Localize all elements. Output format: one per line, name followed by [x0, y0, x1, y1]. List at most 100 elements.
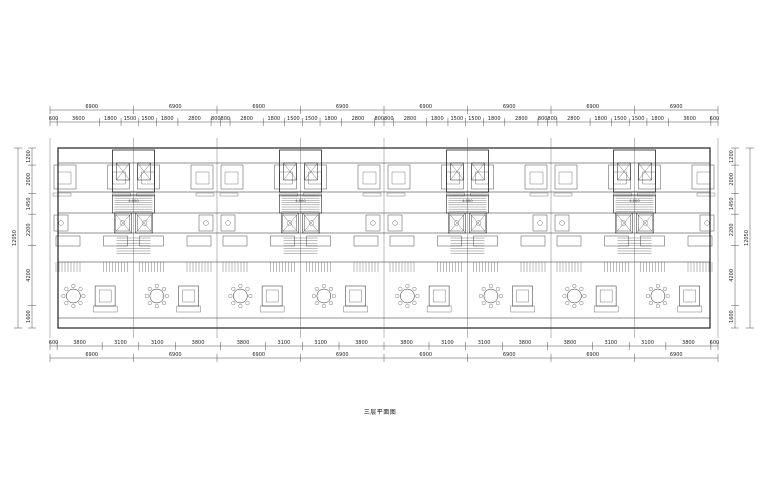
- lobby-cross: [636, 212, 654, 234]
- kitchen-counter: [604, 235, 629, 247]
- dining-chair: [565, 301, 570, 306]
- kitchen-counter: [55, 235, 81, 247]
- toilet-fixture: [453, 220, 460, 226]
- sofa-set: [595, 285, 617, 307]
- sofa-bench: [677, 305, 702, 313]
- bedroom-wall: [441, 164, 464, 190]
- bedroom-wall: [107, 164, 130, 190]
- dining-chair: [331, 294, 336, 298]
- dining-chair: [245, 286, 250, 291]
- toilet-fixture: [642, 220, 649, 226]
- elevator-shaft: [450, 162, 464, 181]
- top-overall-dim-text: 6900: [85, 104, 98, 110]
- sofa-set: [512, 285, 533, 307]
- dining-chair: [648, 286, 653, 291]
- toilet-fixture: [225, 220, 231, 226]
- kitchen-counter: [556, 235, 582, 247]
- bed-furniture: [112, 171, 126, 185]
- stair-well: [446, 194, 489, 214]
- top-detail-dim-text: 1500: [468, 116, 481, 122]
- bottom-detail-dim-text: 3800: [400, 340, 413, 346]
- bathroom-wall: [365, 214, 381, 232]
- lobby-room: [469, 212, 487, 234]
- dining-chair: [78, 301, 83, 306]
- bedroom-wall: [471, 164, 494, 190]
- dining-chair: [238, 284, 243, 288]
- round-dining-table: [650, 288, 666, 304]
- dining-chair: [478, 294, 483, 298]
- bathroom-wall: [304, 214, 319, 232]
- level-mark-text: 4.000: [462, 199, 473, 203]
- coffee-table: [349, 289, 362, 303]
- bed-furniture: [279, 171, 293, 185]
- bedroom-wall: [387, 164, 411, 190]
- dining-chair: [238, 304, 243, 308]
- bathroom-wall: [532, 214, 548, 232]
- sofa-set: [178, 285, 199, 307]
- dining-chair: [321, 284, 326, 288]
- sofa-bench: [593, 305, 619, 313]
- wardrobe: [637, 192, 656, 197]
- bottom-detail-dim-text: 3800: [355, 340, 368, 346]
- elevator-shaft: [304, 162, 318, 181]
- wardrobe: [470, 192, 489, 197]
- bathroom-wall: [554, 214, 570, 232]
- dining-chair: [415, 294, 420, 298]
- wardrobe: [195, 192, 215, 197]
- bottom-detail-dim-text: 600: [710, 340, 720, 346]
- top-detail-dim-text: 1500: [450, 116, 463, 122]
- elevator-shaft: [638, 162, 652, 181]
- elevator-shaft: [617, 162, 631, 181]
- bed-furniture: [558, 171, 573, 185]
- elevator-cross: [450, 162, 464, 181]
- toilet-fixture: [203, 220, 209, 226]
- coffee-table: [98, 289, 112, 303]
- bottom-overall-dim-text: 6900: [419, 352, 432, 358]
- vertical-dim-text: 2000: [729, 173, 735, 186]
- lobby-room: [448, 212, 466, 234]
- top-detail-dim-text: 2800: [404, 116, 417, 122]
- wardrobe: [136, 192, 155, 197]
- elevator-cross: [137, 162, 151, 181]
- bedroom-wall: [691, 164, 715, 190]
- vertical-dim-text: 2200: [729, 223, 735, 236]
- dining-chair: [154, 284, 159, 288]
- bottom-detail-dim-text: 3800: [519, 340, 532, 346]
- coffee-table: [683, 289, 696, 303]
- bedroom-wall: [274, 164, 297, 190]
- dining-chair: [645, 294, 650, 298]
- stair-core: [112, 149, 155, 193]
- bathroom-wall: [53, 214, 69, 232]
- kitchen-counter: [103, 235, 128, 247]
- dining-chair: [655, 304, 660, 308]
- top-detail-dim-text: 800: [547, 116, 557, 122]
- wardrobe: [553, 192, 573, 197]
- bedroom-wall: [554, 164, 578, 190]
- top-detail-dim-text: 1800: [488, 116, 501, 122]
- bedroom-wall: [524, 164, 548, 190]
- dining-chair: [231, 301, 236, 306]
- sofa-bench: [510, 305, 535, 313]
- lobby-cross: [114, 212, 132, 234]
- elevator-cross: [116, 162, 130, 181]
- bathroom-wall: [137, 214, 152, 232]
- top-detail-dim-text: 2800: [188, 116, 201, 122]
- top-detail-dim-text: 1800: [324, 116, 337, 122]
- toilet-fixture: [119, 220, 126, 226]
- lobby-cross: [448, 212, 466, 234]
- top-detail-dim-text: 2800: [515, 116, 528, 122]
- dining-chair: [579, 286, 584, 291]
- round-dining-table: [66, 288, 81, 304]
- bottom-detail-dim-text: 3100: [278, 340, 291, 346]
- top-detail-dim-text: 1500: [141, 116, 154, 122]
- vertical-dim-text: 1200: [729, 150, 735, 163]
- dining-chair: [314, 286, 319, 291]
- top-detail-dim-text: 1800: [104, 116, 117, 122]
- elevator-shaft: [137, 162, 151, 181]
- dining-chair: [655, 284, 660, 288]
- dining-chair: [395, 294, 400, 298]
- top-detail-dim-text: 1800: [594, 116, 607, 122]
- elevator-shaft: [283, 162, 297, 181]
